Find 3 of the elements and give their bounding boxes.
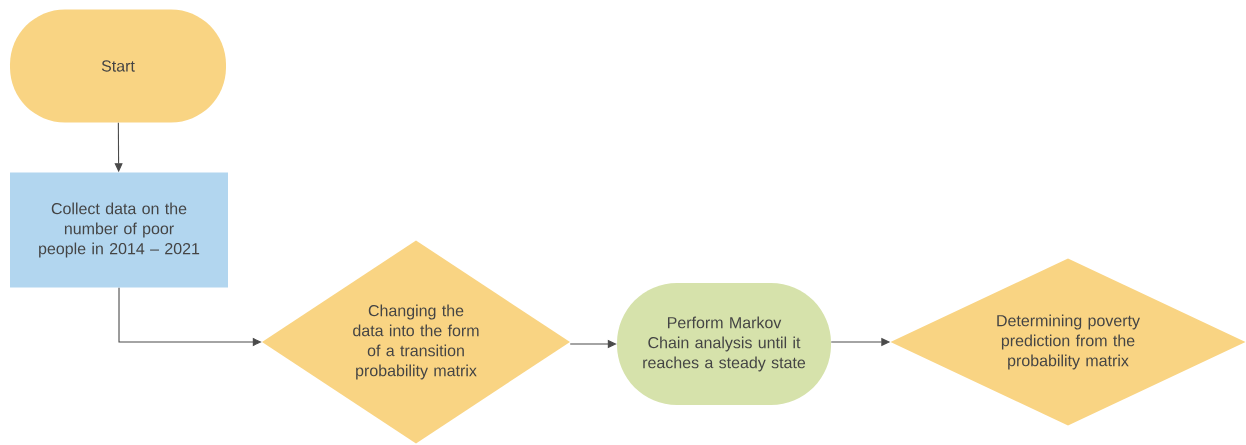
process-terminal: Perform Markov Chain analysis until it reaches a steady state bbox=[617, 283, 831, 405]
start-terminal: Start bbox=[10, 9, 226, 123]
process-box: Collect data on the number of poor people in 2014 – 2021 bbox=[10, 172, 228, 288]
